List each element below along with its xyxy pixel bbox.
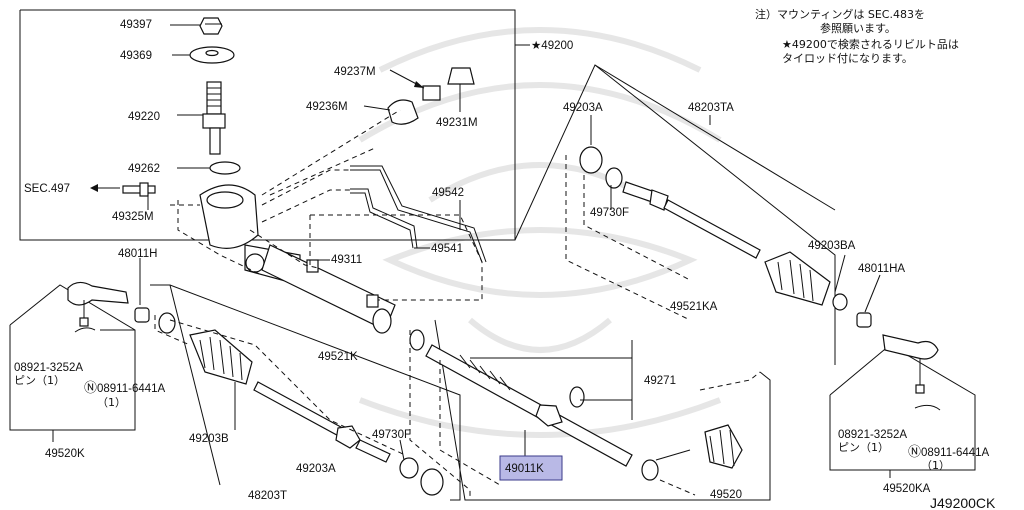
lock-washer-49730f-left xyxy=(399,457,419,479)
knuckle-box-left xyxy=(9,284,136,431)
label-49236m[interactable]: 49236M xyxy=(306,101,348,113)
cotter-pin-right xyxy=(914,404,941,411)
label-49521k[interactable]: 49521K xyxy=(318,351,358,363)
figure-id: J49200CK xyxy=(930,495,996,510)
label-49369[interactable]: 49369 xyxy=(120,50,152,62)
part-highlight-49011k[interactable] xyxy=(499,455,563,481)
clip-49203a-left xyxy=(420,468,444,496)
label-49271[interactable]: 49271 xyxy=(644,375,676,387)
pinion-49220 xyxy=(202,81,226,155)
label-qty-right: （1） xyxy=(921,459,950,472)
inner-tie-rod-48203t xyxy=(253,381,391,463)
label-49730f-right[interactable]: 49730F xyxy=(590,207,629,219)
label-48011h[interactable]: 48011H xyxy=(118,248,157,260)
fitting-49325m xyxy=(122,182,156,197)
clamp-49311-b xyxy=(366,294,379,308)
lock-washer-49730f-right xyxy=(605,167,623,189)
nut-49397 xyxy=(199,17,223,35)
label-48203ta[interactable]: 48203TA xyxy=(688,102,734,114)
label-49203b[interactable]: 49203B xyxy=(189,433,229,445)
label-08921-right[interactable]: 08921-3252A xyxy=(838,429,907,441)
nut-48011ha xyxy=(856,312,872,328)
pipe-49541 xyxy=(350,192,414,249)
nut-48011h xyxy=(134,307,150,323)
label-49200[interactable]: ★49200 xyxy=(531,40,573,52)
rack-tube-end xyxy=(372,308,392,334)
label-49730f-left[interactable]: 49730F xyxy=(372,429,411,441)
label-08921-left[interactable]: 08921-3252A xyxy=(14,362,83,374)
washer-49369 xyxy=(189,46,235,64)
label-pin-right: ピン（1） xyxy=(838,441,889,454)
label-49542[interactable]: 49542 xyxy=(432,187,464,199)
label-qty-left: （1） xyxy=(97,396,126,409)
seal-49271-a xyxy=(409,329,425,351)
label-49397[interactable]: 49397 xyxy=(120,19,152,31)
sec497-arrow xyxy=(90,184,120,192)
clamp-49311-a xyxy=(306,259,319,273)
label-49220[interactable]: 49220 xyxy=(128,111,160,123)
label-49203ba[interactable]: 49203BA xyxy=(808,240,856,252)
clip-49203a-right xyxy=(579,146,603,174)
label-49520[interactable]: 49520 xyxy=(710,489,742,501)
label-pin-left: ピン（1） xyxy=(14,374,65,387)
label-49203a-left[interactable]: 49203A xyxy=(296,463,336,475)
label-08911-left[interactable]: 08911-6441A xyxy=(97,383,166,395)
label-08911-right[interactable]: 08911-6441A xyxy=(921,447,990,459)
label-48203t[interactable]: 48203T xyxy=(248,490,287,502)
rack-frame xyxy=(434,319,771,501)
label-49011k[interactable]: 49011K xyxy=(505,463,544,475)
o-ring-49262 xyxy=(209,161,241,175)
pipe-49542 xyxy=(350,169,483,263)
boot-49203ba xyxy=(764,251,831,306)
label-sec497[interactable]: SEC.497 xyxy=(24,183,70,195)
note-line-4: タイロッド付になります。 xyxy=(782,52,913,65)
label-49541[interactable]: 49541 xyxy=(431,243,463,255)
inner-tie-rod-48203ta xyxy=(622,181,761,259)
clip-49203ba-right xyxy=(832,293,848,311)
label-49237m[interactable]: 49237M xyxy=(334,66,376,78)
knuckle-box-right xyxy=(829,344,976,471)
tie-rod-frame-left xyxy=(150,284,461,501)
svg-text:Ⓝ: Ⓝ xyxy=(908,444,921,459)
label-49203a-right[interactable]: 49203A xyxy=(563,102,603,114)
label-49521ka[interactable]: 49521KA xyxy=(670,301,718,313)
label-49231m[interactable]: 49231M xyxy=(436,117,478,129)
tie-rod-end-left xyxy=(67,281,129,327)
label-49311[interactable]: 49311 xyxy=(331,254,362,266)
note-line-2: 参照願います。 xyxy=(820,21,896,35)
rack-49011k xyxy=(425,344,633,467)
tie-rod-end-right xyxy=(882,334,939,394)
seal-49271-b xyxy=(569,386,585,408)
note-line-3: ★49200で検索されるリビルト品は xyxy=(782,37,959,51)
dashed-groups xyxy=(154,109,761,500)
tie-rod-frame-right xyxy=(514,64,836,365)
clip-49203b-left xyxy=(158,312,176,334)
bush-49236m xyxy=(387,99,419,125)
boot-49231m xyxy=(447,67,475,85)
seal-49271-c xyxy=(641,459,659,481)
label-49520k[interactable]: 49520K xyxy=(45,448,85,460)
boot-49203b xyxy=(189,329,253,385)
boot-49520 xyxy=(704,424,743,469)
label-48011ha[interactable]: 48011HA xyxy=(858,263,905,275)
note-line-1: 注）マウンティングは SEC.483を xyxy=(755,7,925,21)
spring-49237m xyxy=(422,85,441,101)
label-49262[interactable]: 49262 xyxy=(128,163,160,175)
cotter-pin-left xyxy=(74,327,96,333)
label-49325m[interactable]: 49325M xyxy=(112,211,154,223)
svg-text:Ⓝ: Ⓝ xyxy=(84,380,97,395)
label-49520ka[interactable]: 49520KA xyxy=(883,483,931,495)
